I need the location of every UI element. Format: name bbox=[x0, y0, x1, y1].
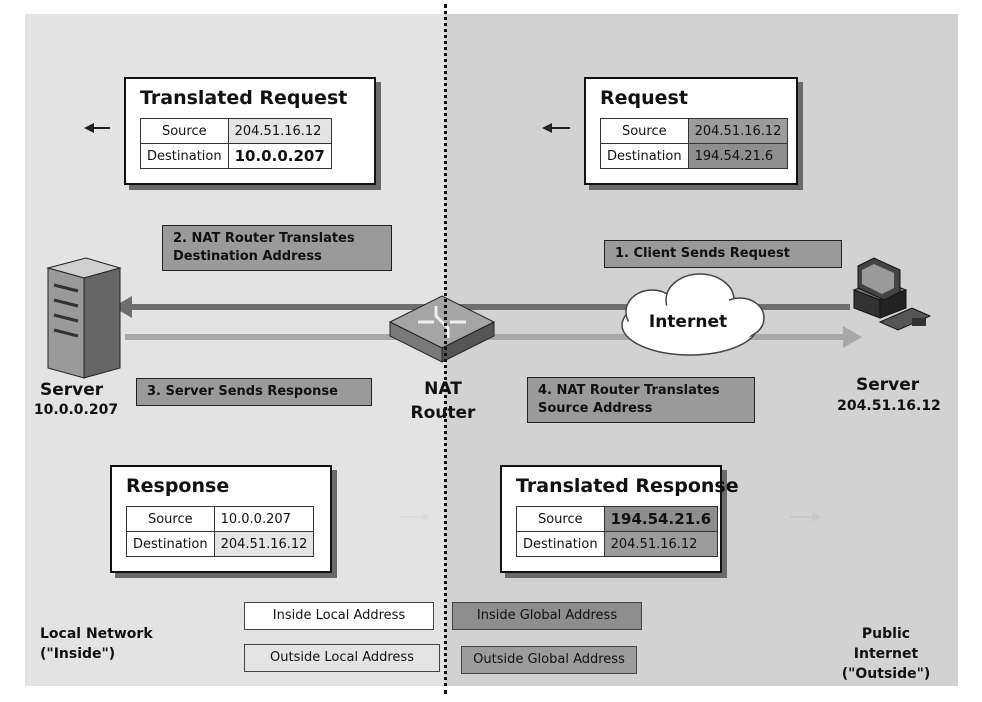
step-4-label: 4. NAT Router Translates Source Address bbox=[527, 377, 755, 423]
local-network-label: Local Network ("Inside") bbox=[40, 626, 153, 662]
right-server-name: Server bbox=[856, 375, 920, 395]
source-label: Source bbox=[140, 118, 229, 144]
source-value: 204.51.16.12 bbox=[687, 118, 789, 144]
address-table: Source 194.54.21.6 Destination 204.51.16… bbox=[516, 506, 719, 557]
table-row: Source 194.54.21.6 bbox=[516, 506, 719, 532]
source-value: 10.0.0.207 bbox=[213, 506, 315, 532]
network-boundary-divider bbox=[444, 4, 447, 694]
destination-value: 10.0.0.207 bbox=[227, 143, 332, 169]
legend-inside-global: Inside Global Address bbox=[452, 602, 642, 630]
source-label: Source bbox=[126, 506, 215, 532]
workstation-icon bbox=[852, 257, 932, 331]
legend-outside-local: Outside Local Address bbox=[244, 644, 440, 672]
destination-label: Destination bbox=[600, 143, 689, 169]
source-value: 194.54.21.6 bbox=[603, 506, 719, 532]
destination-value: 204.51.16.12 bbox=[603, 531, 719, 557]
step-2-label: 2. NAT Router Translates Destination Add… bbox=[162, 225, 392, 271]
arrow-right-icon bbox=[843, 326, 862, 348]
address-table: Source 204.51.16.12 Destination 10.0.0.2… bbox=[140, 118, 332, 169]
destination-label: Destination bbox=[140, 143, 229, 169]
arrow-left-icon bbox=[113, 296, 132, 318]
arrow-left-icon bbox=[84, 123, 110, 133]
table-row: Destination 204.51.16.12 bbox=[516, 531, 719, 557]
legend-inside-local: Inside Local Address bbox=[244, 602, 434, 630]
internet-label: Internet bbox=[648, 312, 728, 332]
public-internet-label: Public Internet ("Outside") bbox=[841, 626, 931, 682]
packet-title: Translated Request bbox=[140, 87, 348, 109]
left-server-name: Server bbox=[40, 380, 104, 400]
table-row: Source 204.51.16.12 bbox=[600, 118, 789, 144]
server-tower-icon bbox=[46, 257, 122, 379]
right-server-ip: 204.51.16.12 bbox=[837, 398, 941, 414]
address-table: Source 10.0.0.207 Destination 204.51.16.… bbox=[126, 506, 315, 557]
table-row: Destination 10.0.0.207 bbox=[140, 143, 332, 169]
left-server-ip: 10.0.0.207 bbox=[33, 402, 119, 418]
source-value: 204.51.16.12 bbox=[227, 118, 332, 144]
response-packet: Response Source 10.0.0.207 Destination 2… bbox=[110, 465, 332, 573]
legend-outside-global: Outside Global Address bbox=[461, 646, 637, 674]
translated-request-packet: Translated Request Source 204.51.16.12 D… bbox=[124, 77, 376, 185]
table-row: Destination 204.51.16.12 bbox=[126, 531, 315, 557]
table-row: Source 204.51.16.12 bbox=[140, 118, 332, 144]
source-label: Source bbox=[600, 118, 689, 144]
address-table: Source 204.51.16.12 Destination 194.54.2… bbox=[600, 118, 789, 169]
router-label: NAT Router bbox=[410, 379, 476, 423]
destination-value: 194.54.21.6 bbox=[687, 143, 789, 169]
destination-value: 204.51.16.12 bbox=[213, 531, 315, 557]
packet-title: Response bbox=[126, 475, 230, 497]
router-icon bbox=[388, 295, 496, 363]
table-row: Destination 194.54.21.6 bbox=[600, 143, 789, 169]
step-3-label: 3. Server Sends Response bbox=[136, 378, 372, 406]
step-1-label: 1. Client Sends Request bbox=[604, 240, 842, 268]
table-row: Source 10.0.0.207 bbox=[126, 506, 315, 532]
arrow-left-icon bbox=[542, 123, 570, 133]
translated-response-packet: Translated Response Source 194.54.21.6 D… bbox=[500, 465, 739, 573]
cloud-icon bbox=[621, 273, 765, 356]
source-label: Source bbox=[516, 506, 605, 532]
request-packet: Request Source 204.51.16.12 Destination … bbox=[584, 77, 798, 185]
packet-title: Request bbox=[600, 87, 688, 109]
destination-label: Destination bbox=[126, 531, 215, 557]
destination-label: Destination bbox=[516, 531, 605, 557]
packet-title: Translated Response bbox=[516, 475, 739, 497]
